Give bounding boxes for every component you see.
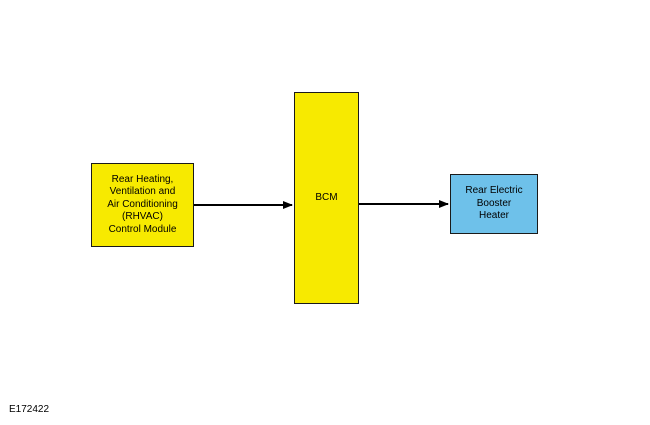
rear-electric-booster-heater-box: Rear Electric Booster Heater	[450, 174, 538, 234]
bcm-box: BCM	[294, 92, 359, 304]
bcm-label: BCM	[315, 191, 338, 203]
figure-id: E172422	[9, 404, 50, 415]
rear-electric-booster-heater-label: Rear Electric Booster Heater	[465, 185, 523, 222]
rhvac-control-module-box: Rear Heating, Ventilation and Air Condit…	[91, 163, 194, 247]
rhvac-control-module-label: Rear Heating, Ventilation and Air Condit…	[107, 173, 178, 235]
